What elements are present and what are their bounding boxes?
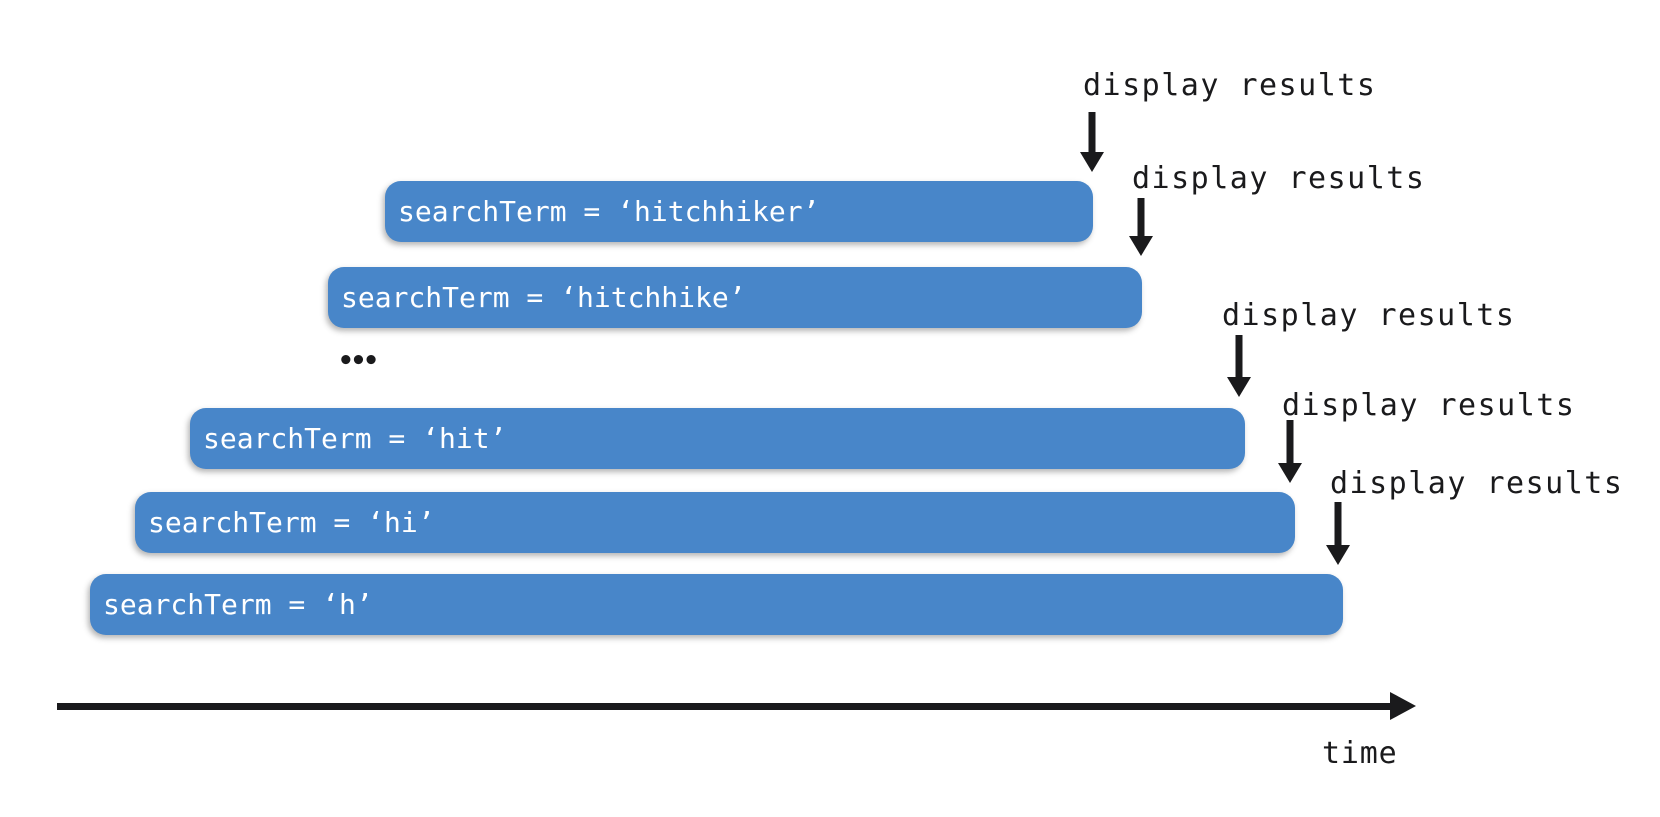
down-arrow-icon-4 (1278, 420, 1302, 483)
search-term-bar-hitchhike: searchTerm = ‘hitchhike’ (328, 267, 1142, 328)
search-term-bar-label: searchTerm = ‘h’ (103, 588, 373, 621)
search-term-bar-hi: searchTerm = ‘hi’ (135, 492, 1295, 553)
time-axis-arrow (57, 692, 1416, 721)
arrow-shaft (1235, 335, 1243, 377)
arrow-shaft (1334, 502, 1342, 545)
time-axis-label: time (1322, 736, 1398, 771)
arrow-head (1326, 545, 1350, 565)
arrow-shaft (1286, 420, 1294, 463)
search-term-bar-label: searchTerm = ‘hit’ (203, 422, 507, 455)
display-results-label-3: display results (1222, 298, 1516, 333)
search-term-bar-h: searchTerm = ‘h’ (90, 574, 1343, 635)
search-term-bar-label: searchTerm = ‘hi’ (148, 506, 435, 539)
arrow-head (1227, 377, 1251, 397)
display-results-label-2: display results (1132, 161, 1426, 196)
display-results-label-5: display results (1330, 466, 1624, 501)
arrow-head (1080, 152, 1104, 172)
search-term-bar-label: searchTerm = ‘hitchhiker’ (398, 195, 820, 228)
right-arrow-head-icon (1390, 692, 1416, 720)
search-term-bar-hit: searchTerm = ‘hit’ (190, 408, 1245, 469)
arrow-head (1278, 463, 1302, 483)
display-results-label-4: display results (1282, 388, 1576, 423)
arrow-shaft (1137, 198, 1145, 236)
ellipsis-dots: ••• (338, 346, 379, 376)
search-term-bar-hitchhiker: searchTerm = ‘hitchhiker’ (385, 181, 1093, 242)
time-axis-line (57, 703, 1391, 710)
display-results-label-1: display results (1083, 68, 1377, 103)
down-arrow-icon-2 (1129, 198, 1153, 256)
down-arrow-icon-3 (1227, 335, 1251, 397)
arrow-shaft (1088, 112, 1096, 152)
down-arrow-icon-1 (1080, 112, 1104, 172)
search-term-bar-label: searchTerm = ‘hitchhike’ (341, 281, 746, 314)
down-arrow-icon-5 (1326, 502, 1350, 565)
arrow-head (1129, 236, 1153, 256)
